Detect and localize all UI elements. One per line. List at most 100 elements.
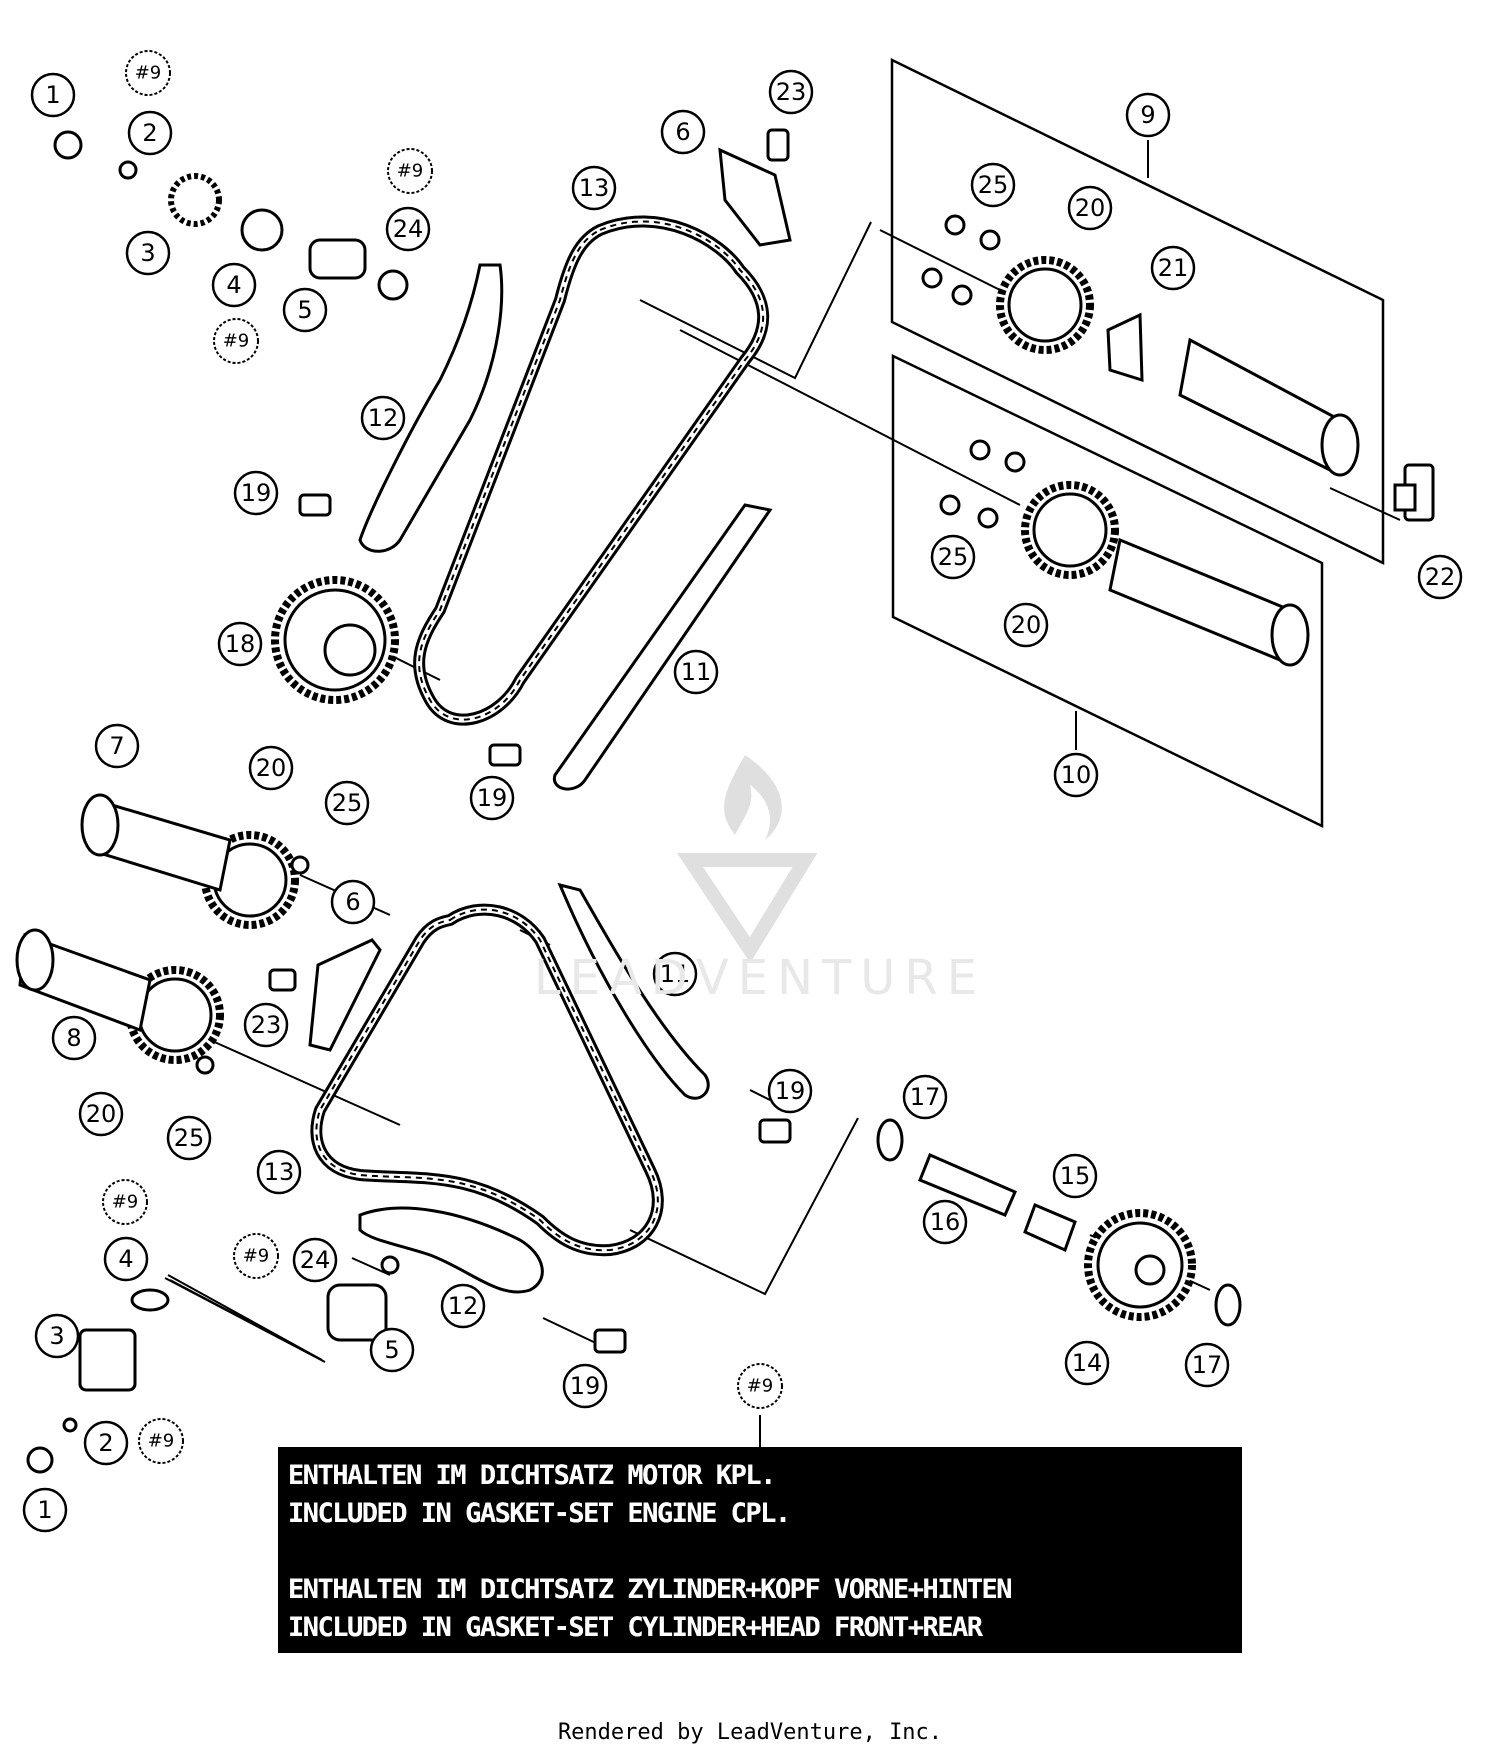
- callout-15-37: 15: [1052, 1153, 1098, 1199]
- callout-label: 24: [393, 215, 424, 243]
- callout-19-34: 19: [767, 1068, 813, 1114]
- callout-label: 15: [1060, 1162, 1091, 1190]
- callout-label: 18: [225, 630, 256, 658]
- sprocket-14: [1084, 1209, 1196, 1321]
- chain-tensioner-6-upper: [718, 147, 792, 247]
- callout-17-35: 17: [902, 1074, 948, 1120]
- callout-label: 19: [570, 1372, 601, 1400]
- note-line-4: INCLUDED IN GASKET-SET CYLINDER+HEAD FRO…: [288, 1612, 983, 1643]
- callout-23-30: 23: [243, 1002, 289, 1048]
- watermark: LEADVENTURE: [533, 950, 987, 1006]
- callout-12-44: 12: [440, 1283, 486, 1329]
- part-callouts: 1#9234#95#924236139252021121922251820111…: [22, 50, 1463, 1533]
- callout-label: 22: [1425, 563, 1456, 591]
- callout-11-29: 11: [652, 951, 698, 997]
- callout-ref-9-1: #9: [125, 50, 171, 96]
- callout-label: 21: [1158, 254, 1189, 282]
- callout-label: 3: [49, 1322, 64, 1350]
- guide-rail-upper: [552, 503, 773, 791]
- callout-label: #9: [747, 1376, 774, 1397]
- callout-2-49: 2: [83, 1420, 129, 1466]
- guide-rail-lower: [557, 882, 710, 1100]
- callout-label: 4: [118, 1245, 133, 1273]
- callout-22-18: 22: [1417, 554, 1463, 600]
- callout-label: 13: [579, 174, 610, 202]
- callout-label: #9: [148, 1431, 175, 1452]
- assembly-box-10: [891, 354, 1324, 828]
- callout-label: 25: [174, 1124, 205, 1152]
- callout-label: 5: [297, 296, 312, 324]
- sprocket-20-box9: [996, 256, 1094, 354]
- bolts: [195, 128, 1026, 1354]
- callout-label: 19: [477, 784, 508, 812]
- callout-label: 17: [1192, 1351, 1223, 1379]
- small-parts-lower-left: [26, 1255, 400, 1474]
- callout-label: 23: [251, 1011, 282, 1039]
- callout-label: 11: [660, 960, 691, 988]
- callout-label: #9: [112, 1192, 139, 1213]
- callout-19-24: 19: [469, 775, 515, 821]
- callout-12-16: 12: [360, 395, 406, 441]
- callout-21-15: 21: [1150, 245, 1196, 291]
- callout-label: 7: [109, 732, 124, 760]
- callout-13-36: 13: [256, 1149, 302, 1195]
- callout-label: 5: [384, 1336, 399, 1364]
- callout-25-27: 25: [324, 780, 370, 826]
- callout-label: 25: [332, 789, 363, 817]
- callout-label: 23: [776, 78, 807, 106]
- assembly-box-9: [890, 57, 1385, 566]
- callout-label: 20: [256, 754, 287, 782]
- callout-25-13: 25: [970, 162, 1016, 208]
- callout-19-17: 19: [233, 470, 279, 516]
- callout-label: 19: [241, 479, 272, 507]
- callout-label: 25: [978, 171, 1009, 199]
- callout-label: 17: [910, 1083, 941, 1111]
- callout-label: 14: [1072, 1349, 1103, 1377]
- callout-23-9: 23: [768, 69, 814, 115]
- callout-17-47: 17: [1184, 1342, 1230, 1388]
- callout-label: 4: [226, 271, 241, 299]
- note-line-3: ENTHALTEN IM DICHTSATZ ZYLINDER+KOPF VOR…: [288, 1574, 1013, 1605]
- shaft-16: [918, 1153, 1017, 1217]
- sprocket-18: [271, 576, 399, 704]
- callout-ref-9-41: #9: [233, 1233, 279, 1279]
- callout-label: 19: [775, 1077, 806, 1105]
- callout-ref-9-39: #9: [102, 1179, 148, 1225]
- sensor-22: [1393, 463, 1435, 522]
- callout-5-45: 5: [369, 1327, 415, 1373]
- tensioner-rail-upper: [358, 263, 504, 553]
- callout-label: #9: [223, 331, 250, 352]
- callout-2-2: 2: [127, 110, 173, 156]
- callout-5-6: 5: [282, 287, 328, 333]
- leadventure-logo-watermark: [676, 755, 818, 964]
- callout-13-11: 13: [571, 165, 617, 211]
- callout-label: 6: [675, 118, 690, 146]
- callout-label: 9: [1140, 101, 1155, 129]
- callout-20-26: 20: [248, 745, 294, 791]
- callout-3-43: 3: [34, 1313, 80, 1359]
- callout-20-14: 20: [1067, 185, 1113, 231]
- camshaft-box9: [1178, 337, 1360, 477]
- callout-label: 2: [142, 119, 157, 147]
- callout-20-21: 20: [1003, 602, 1049, 648]
- callout-label: 20: [1011, 611, 1042, 639]
- callout-label: 10: [1061, 761, 1092, 789]
- callout-label: 1: [37, 1496, 52, 1524]
- callout-20-32: 20: [78, 1091, 124, 1137]
- callout-ref-9-51: #9: [737, 1363, 783, 1409]
- callout-label: 20: [1075, 194, 1106, 222]
- callout-ref-9-7: #9: [387, 148, 433, 194]
- callout-label: 13: [264, 1158, 295, 1186]
- callout-1-0: 1: [30, 72, 76, 118]
- callout-label: 3: [140, 239, 155, 267]
- sprocket-20-cam7: [201, 831, 299, 929]
- sprocket-20-box10: [1021, 481, 1119, 579]
- callout-label: 25: [938, 543, 969, 571]
- o-ring-17: [876, 1118, 1242, 1327]
- callout-25-19: 25: [930, 534, 976, 580]
- bushing-15: [1023, 1203, 1077, 1253]
- note-line-1: ENTHALTEN IM DICHTSATZ MOTOR KPL.: [288, 1460, 776, 1491]
- chain-tensioner-6-lower: [308, 938, 382, 1052]
- callout-label: 6: [345, 888, 360, 916]
- callout-9-12: 9: [1125, 92, 1171, 138]
